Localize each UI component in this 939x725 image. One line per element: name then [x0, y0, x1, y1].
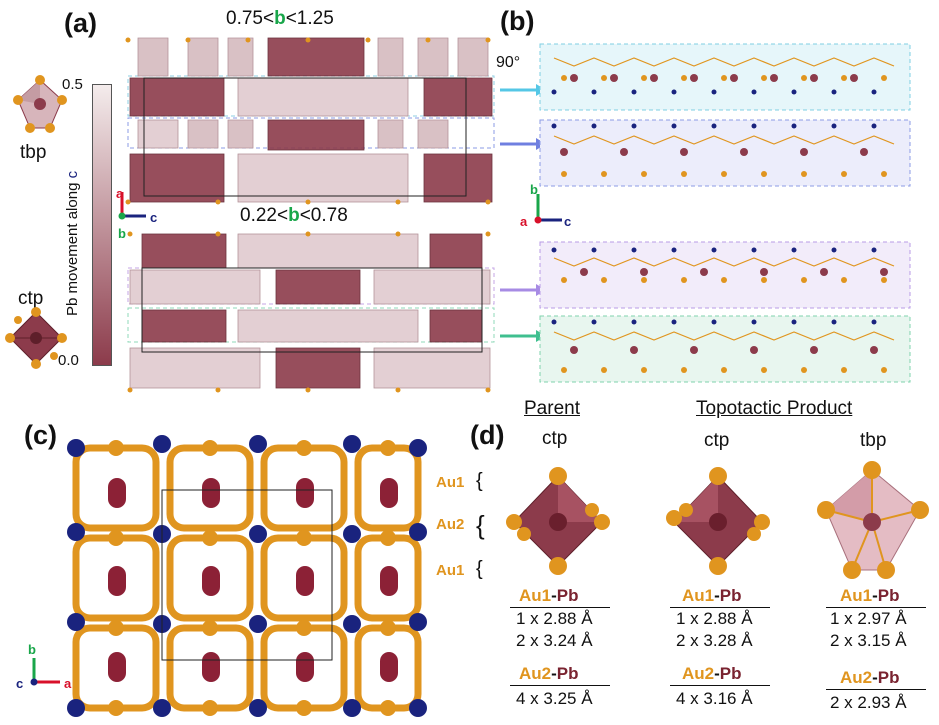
panel-label-a: (a)	[64, 8, 97, 38]
range-top-pre: 0.75<	[226, 8, 275, 29]
col1-pb-name-2: Pb	[556, 664, 579, 683]
tbp-label: tbp	[20, 142, 47, 163]
col1-dash-1: -	[551, 586, 557, 605]
axes-triad-a	[118, 192, 146, 220]
col2-au2-pb-header: Au2-Pb	[682, 664, 742, 684]
range-bottom-pre: 0.22<	[240, 205, 289, 226]
col2-dash-2: -	[714, 664, 720, 683]
col2-au1-line1: 1 x 2.88 Å	[676, 609, 753, 628]
panel-label-d: (d)	[470, 420, 505, 450]
range-top: 0.75<b<1.25	[226, 8, 334, 30]
axis-label-b-a: a	[520, 214, 528, 229]
au1-top-brace: {	[476, 470, 483, 492]
col3-au2-pb-header: Au2-Pb	[840, 668, 900, 688]
range-top-post: <1.25	[285, 8, 334, 29]
ctp-label: ctp	[18, 288, 44, 309]
au2-label: Au2	[436, 516, 465, 533]
colorbar-label: Pb movement along c	[64, 171, 81, 316]
col2-type: ctp	[704, 430, 730, 451]
structure-c	[67, 435, 427, 717]
col3-au1-pb-header: Au1-Pb	[840, 586, 900, 606]
col1-dash-2: -	[551, 664, 557, 683]
panel-label-c: (c)	[24, 420, 57, 450]
structure-b	[500, 43, 911, 383]
au1-top-label: Au1	[436, 474, 465, 491]
col3-au1-line1: 1 x 2.97 Å	[830, 609, 907, 628]
parent-header: Parent	[524, 398, 580, 419]
col3-au2-line1: 2 x 2.93 Å	[830, 693, 907, 712]
col3-au1-line2: 2 x 3.15 Å	[830, 631, 907, 650]
colorbar	[92, 84, 112, 366]
col2-au2-name: Au2	[682, 664, 715, 683]
range-bottom-post: <0.78	[299, 205, 348, 226]
range-top-b: b	[274, 8, 286, 29]
structure-a-bottom	[127, 231, 495, 393]
col1-au2-pb-header: Au2-Pb	[519, 664, 579, 684]
range-bottom-b: b	[288, 205, 300, 226]
col1-pb-name: Pb	[556, 586, 579, 605]
col2-pb-name: Pb	[719, 586, 742, 605]
col3-au2-name: Au2	[840, 668, 873, 687]
col2-rule-1	[670, 607, 770, 608]
col2-au2-line1: 4 x 3.16 Å	[676, 689, 753, 708]
col3-pb-name-2: Pb	[877, 668, 900, 687]
axis-label-c-b: b	[28, 642, 36, 657]
col2-au1-name: Au1	[682, 586, 715, 605]
col1-rule-1	[510, 607, 610, 608]
au1-bottom-brace: {	[476, 558, 483, 580]
col3-rule-1	[826, 607, 926, 608]
col2-pb-name-2: Pb	[719, 664, 742, 683]
col3-dash-1: -	[872, 586, 878, 605]
col1-au1-line1: 1 x 2.88 Å	[516, 609, 593, 628]
col2-au1-line2: 2 x 3.28 Å	[676, 631, 753, 650]
col2-rule-2	[670, 685, 770, 686]
colorbar-label-c: c	[64, 170, 81, 179]
col1-rule-2	[510, 685, 610, 686]
col1-au1-pb-header: Au1-Pb	[519, 586, 579, 606]
tbp-polyhedron-icon	[13, 75, 67, 133]
rotation-label: 90°	[496, 54, 521, 71]
axes-triad-b	[534, 194, 562, 224]
parent-ctp-polyhedron	[506, 467, 610, 575]
colorbar-label-text: Pb movement along	[64, 178, 81, 316]
col1-au2-name: Au2	[519, 664, 552, 683]
col3-dash-2: -	[872, 668, 878, 687]
axis-label-c-c: c	[16, 676, 24, 691]
col3-pb-name: Pb	[877, 586, 900, 605]
col1-au1-name: Au1	[519, 586, 552, 605]
ctp-polyhedron-icon	[5, 307, 67, 369]
axis-label-b-c: c	[564, 214, 572, 229]
axis-label-a-a: a	[116, 186, 124, 201]
axis-label-c-a: a	[64, 676, 72, 691]
au1-bottom-label: Au1	[436, 562, 465, 579]
range-bottom: 0.22<b<0.78	[240, 205, 348, 227]
col3-type: tbp	[860, 430, 887, 451]
axis-label-a-b: b	[118, 226, 126, 241]
col1-au1-line2: 2 x 3.24 Å	[516, 631, 593, 650]
colorbar-min: 0.0	[58, 352, 79, 369]
col2-dash-1: -	[714, 586, 720, 605]
col3-rule-2	[826, 689, 926, 690]
axes-triad-c	[30, 658, 60, 686]
axis-label-b-b: b	[530, 182, 538, 197]
col3-au1-name: Au1	[840, 586, 873, 605]
col1-au2-line1: 4 x 3.25 Å	[516, 689, 593, 708]
col1-type: ctp	[542, 428, 568, 449]
axis-label-a-c: c	[150, 210, 158, 225]
panel-label-b: (b)	[500, 6, 535, 36]
product-header: Topotactic Product	[696, 398, 853, 419]
colorbar-max: 0.5	[62, 76, 83, 93]
product-tbp-polyhedron	[817, 461, 929, 579]
col2-au1-pb-header: Au1-Pb	[682, 586, 742, 606]
au2-brace: {	[476, 510, 485, 540]
structure-a-top	[125, 37, 495, 205]
product-ctp-polyhedron	[666, 467, 770, 575]
